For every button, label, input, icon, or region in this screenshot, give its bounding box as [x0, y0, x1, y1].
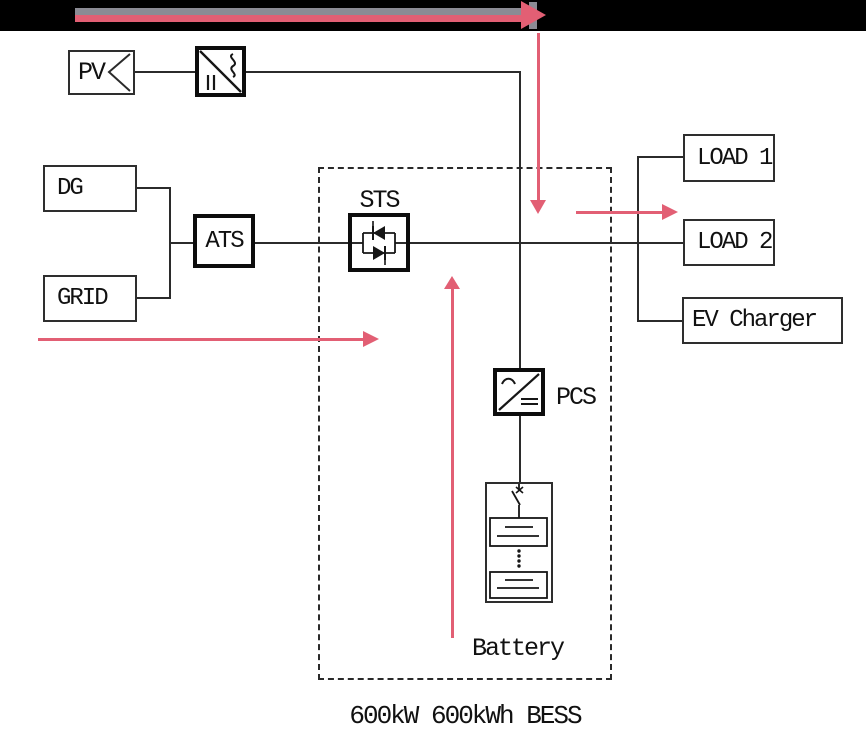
load-flow-right-arrow-shaft: [576, 211, 664, 214]
battery-node: [485, 482, 553, 603]
pv-node: PV: [68, 50, 135, 95]
ats-label: ATS: [205, 227, 244, 255]
charge-flow-left-arrowhead-icon: [363, 331, 379, 347]
top-flow-arrowhead-icon: [521, 1, 546, 29]
battery-stack-icon: [489, 484, 548, 599]
wire-to-load1: [637, 156, 683, 158]
dg-node: DG: [43, 165, 137, 212]
ats-node: ATS: [193, 214, 255, 268]
antiparallel-thyristor-icon: [352, 221, 406, 265]
pv-inverter-node: [195, 46, 246, 97]
pcs-label: PCS: [556, 383, 597, 412]
sts-label: STS: [359, 186, 400, 215]
wire-to-ev-charger: [637, 320, 682, 322]
sts-node: [348, 213, 410, 272]
load-flow-right-arrowhead-icon: [662, 204, 678, 220]
load1-node: LOAD 1: [683, 134, 775, 182]
wire-vertical-pv-bus: [519, 71, 521, 368]
ev-charger-label: EV Charger: [692, 307, 818, 334]
charge-flow-left-arrow-shaft: [38, 338, 365, 341]
pv-label: PV: [78, 58, 106, 87]
wire-pcs-to-battery: [519, 415, 521, 482]
dc-ac-inverter-icon: [199, 50, 242, 93]
grid-flow-down-arrow-shaft: [537, 33, 540, 201]
wire-ats-to-sts: [255, 242, 348, 244]
ev-charger-node: EV Charger: [682, 297, 843, 344]
grid-node: GRID: [43, 275, 137, 322]
dg-label: DG: [57, 175, 84, 202]
wire-inverter-to-corner: [246, 71, 521, 73]
pcs-node: [493, 368, 545, 416]
ac-dc-converter-icon: [498, 373, 540, 411]
wire-to-ats: [169, 242, 193, 244]
top-flow-arrow-gray-shaft: [75, 8, 528, 15]
bess-dashed-boundary: [318, 167, 612, 680]
wire-dg-out: [137, 187, 171, 189]
wire-grid-out: [137, 297, 171, 299]
discharge-flow-up-arrow-shaft: [451, 287, 454, 638]
battery-label: Battery: [472, 634, 565, 663]
grid-flow-down-arrowhead-icon: [530, 200, 546, 214]
load2-label: LOAD 2: [697, 229, 773, 256]
bess-caption: 600kW 600kWh BESS: [349, 701, 582, 731]
pv-chevron-icon: [107, 53, 131, 92]
wire-sts-to-load2: [410, 242, 683, 244]
discharge-flow-up-arrowhead-icon: [444, 276, 460, 289]
wire-loads-vertical: [637, 156, 639, 322]
wire-pv-to-inverter: [135, 71, 195, 73]
top-flow-arrow-pink-shaft: [75, 15, 528, 22]
load1-label: LOAD 1: [697, 144, 773, 172]
grid-label: GRID: [57, 285, 109, 312]
load2-node: LOAD 2: [683, 219, 775, 266]
